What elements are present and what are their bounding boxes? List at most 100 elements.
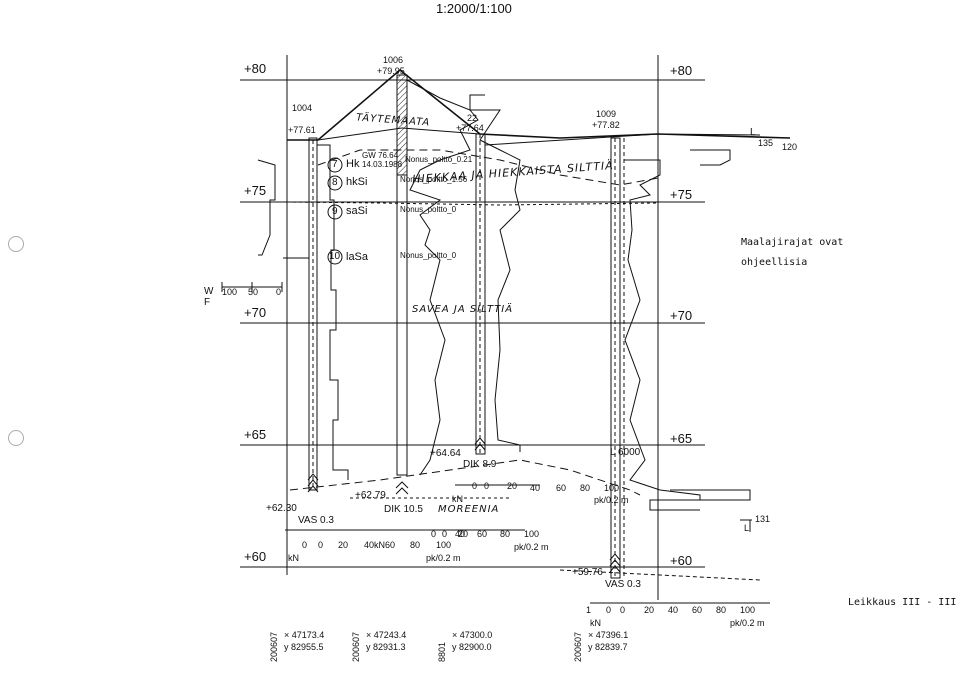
depth-lb: L	[744, 523, 750, 533]
soil-label-8: hkSi	[346, 176, 368, 188]
scale-title: 1:2000/1:100	[436, 1, 512, 16]
axis1-tick-0b: 0	[318, 540, 324, 550]
depth-6464: +64.64	[430, 448, 461, 459]
axis2-tick-40: 40	[530, 483, 541, 493]
coord-4-y: y 82839.7	[588, 642, 628, 652]
point-1006-id: 1006	[383, 55, 404, 65]
coord-4-date: 200607	[573, 631, 583, 662]
punch-hole-bottom	[8, 430, 24, 446]
wf-label-w: W	[204, 286, 214, 297]
coord-1-date: 200607	[269, 631, 279, 662]
hand-label-clay: SAVEA JA SILTTIÄ	[412, 304, 514, 315]
borehole-22	[475, 133, 486, 455]
depth-v135: 135	[758, 138, 774, 148]
soil-label-9: saSi	[346, 205, 368, 217]
depth-6230: +62.30	[266, 503, 297, 514]
soil-circle-8	[327, 175, 343, 191]
coord-3-x: × 47300.0	[452, 630, 493, 640]
wf-tick-50: 50	[248, 287, 259, 297]
axis4-tick-1: 1	[586, 605, 592, 615]
axis3-unit: pk/0.2 m	[514, 542, 549, 552]
soil-num-7: 7	[332, 159, 338, 170]
axis1-tick-20: 20	[338, 540, 349, 550]
elev-label-60-left: +60	[244, 549, 267, 564]
soil-label-10: laSa	[346, 251, 369, 263]
axis3-tick-80: 80	[500, 529, 511, 539]
point-1006-elev: +79.95	[377, 66, 405, 76]
gw-label: GW 76.64	[362, 151, 399, 160]
axis1-tick-100: 100	[436, 540, 452, 550]
gw-date: 14.03.1988	[362, 160, 403, 169]
point-1009-elev: +77.82	[592, 120, 620, 130]
coord-4-x: × 47396.1	[588, 630, 629, 640]
elev-label-70-right: +70	[670, 308, 693, 323]
coord-3-y: y 82900.0	[452, 642, 492, 652]
point-1004-elev: +77.61	[288, 125, 316, 135]
sample-note-3: Nonus_poltto_0	[400, 205, 457, 214]
wf-tick-0: 0	[276, 287, 282, 297]
axis2-tick-100: 100	[604, 483, 620, 493]
axis2-tick-60: 60	[556, 483, 567, 493]
depth-v120: 120	[782, 142, 798, 152]
axis2-o2: 0	[484, 481, 490, 491]
coord-2-date: 200607	[351, 631, 361, 662]
elev-label-70-left: +70	[244, 305, 267, 320]
axis4-tick-0b: 0	[620, 605, 626, 615]
elev-label-75-right: +75	[670, 187, 693, 202]
axis1-unit: pk/0.2 m	[426, 553, 461, 563]
point-22-elev: +77.64	[456, 123, 484, 133]
axis1-tick-0a: 0	[302, 540, 308, 550]
borehole-1004	[308, 137, 318, 491]
profile-1009	[624, 159, 701, 500]
elev-label-65-right: +65	[670, 431, 693, 446]
axis1-tick-80: 80	[410, 540, 421, 550]
punch-hole-top	[8, 236, 24, 252]
axis3-tick-40: 40	[455, 529, 466, 539]
elev-label-60-right: +60	[670, 553, 693, 568]
soil-label-7: Hk	[346, 158, 360, 170]
axis3-tick-0b: 0	[442, 529, 448, 539]
hand-label-moraine: MOREENIA	[438, 504, 500, 515]
note-line-2: ohjeellisia	[741, 257, 808, 268]
sample-note-2: Nonus_poltto_1.56	[400, 175, 468, 184]
coord-1-y: y 82955.5	[284, 642, 324, 652]
coord-2-x: × 47243.4	[366, 630, 407, 640]
axis3-tick-0a: 0	[431, 529, 437, 539]
depth-dik105: DIK 10.5	[384, 504, 423, 515]
axis4-tick-60: 60	[692, 605, 703, 615]
profile-1004	[317, 144, 349, 480]
point-1004-id: 1004	[292, 103, 313, 113]
coord-2-y: y 82931.3	[366, 642, 406, 652]
depth-vas03a: VAS 0.3	[298, 515, 334, 526]
point-1009-id: 1009	[596, 109, 617, 119]
depth-vas03b: VAS 0.3	[605, 579, 641, 590]
depth-l131: 131	[755, 514, 771, 524]
coord-3-date: 8801	[437, 641, 447, 662]
axis4-tick-80: 80	[716, 605, 727, 615]
axis1-kn: kN	[288, 553, 299, 563]
soil-num-10: 10	[329, 251, 341, 262]
wf-profile	[257, 159, 276, 256]
axis3-tick-60: 60	[477, 529, 488, 539]
axis4-tick-20: 20	[644, 605, 655, 615]
profile-22	[469, 94, 521, 452]
depth-6279: +62.79	[355, 490, 386, 501]
layer-boundary-upper	[317, 149, 659, 186]
axis4-tick-100: 100	[740, 605, 756, 615]
soil-circle-7	[327, 157, 343, 173]
coord-1-x: × 47173.4	[284, 630, 325, 640]
axis2-unit: pk/0.2 m	[594, 495, 629, 505]
point-22-id: 22	[467, 113, 478, 123]
sample-note-4: Nonus_poltto_0	[400, 251, 457, 260]
axis2-tick-80: 80	[580, 483, 591, 493]
elev-label-65-left: +65	[244, 427, 267, 442]
soil-num-8: 8	[332, 177, 338, 188]
profile-1006	[406, 79, 479, 476]
depth-l6000: L 6000	[610, 447, 641, 458]
axis4-tick-40: 40	[668, 605, 679, 615]
axis2-kn: kN	[452, 494, 463, 504]
soil-circle-9	[327, 204, 343, 220]
axis3-tick-20: 20	[458, 529, 469, 539]
elev-label-75-left: +75	[244, 183, 267, 198]
